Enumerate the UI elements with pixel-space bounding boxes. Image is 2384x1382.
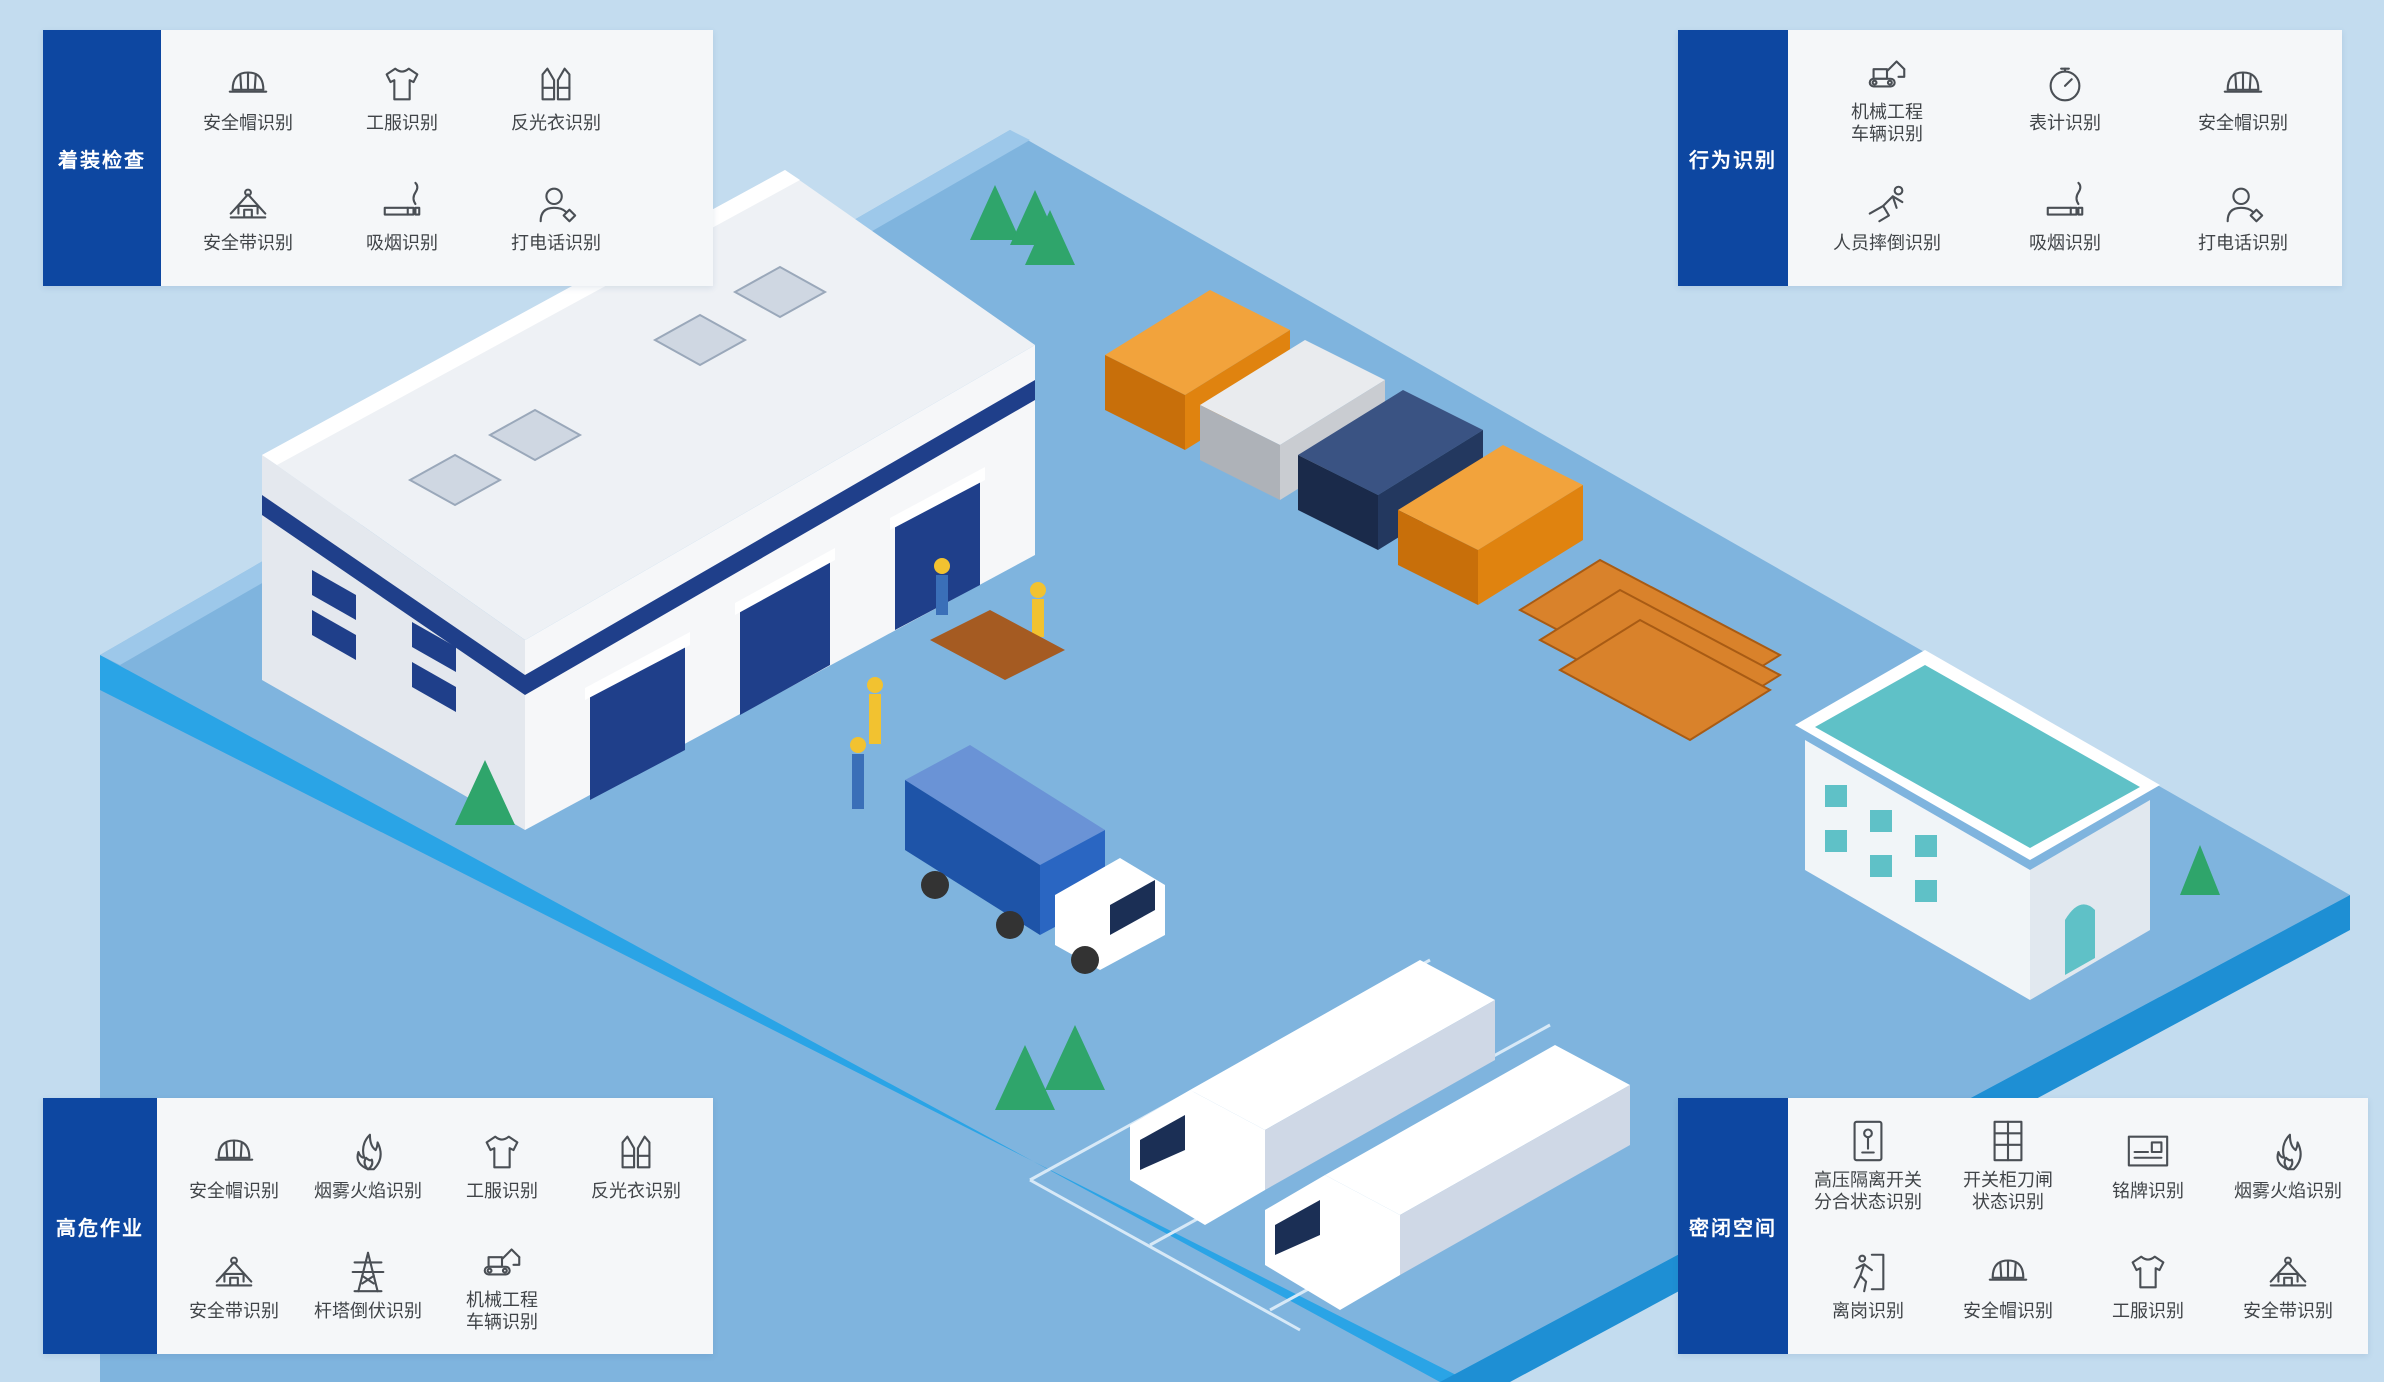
confined-item-leave-post[interactable]: 离岗识别: [1798, 1226, 1938, 1346]
behavior-title: 行为识别: [1678, 30, 1788, 286]
switch-icon: [1845, 1118, 1891, 1164]
uniform-icon: [2125, 1249, 2171, 1295]
confined-item-flame[interactable]: 烟雾火焰识别: [2218, 1106, 2358, 1226]
attire-check-title: 着装检查: [43, 30, 161, 286]
uniform-icon: [479, 1129, 525, 1175]
cigarette-icon: [2042, 181, 2088, 227]
behavior-grid: 机械工程 车辆识别 表计识别 安全帽识别 人员摔倒识别 吸烟识别 打电话识别: [1788, 30, 2342, 286]
pallets: [930, 610, 1065, 680]
hazard-item-vest[interactable]: 反光衣识别: [569, 1106, 703, 1226]
hazard-item-helmet[interactable]: 安全帽识别: [167, 1106, 301, 1226]
behavior-item-vehicle[interactable]: 机械工程 车辆识别: [1798, 38, 1976, 158]
confined-item-cabinet[interactable]: 开关柜刀闸 状态识别: [1938, 1106, 2078, 1226]
flame-icon: [2265, 1129, 2311, 1175]
hazard-item-vehicle[interactable]: 机械工程 车辆识别: [435, 1226, 569, 1346]
nameplate-icon: [2125, 1129, 2171, 1175]
excavator-icon: [1864, 50, 1910, 96]
trees: [455, 185, 2220, 1110]
vest-icon: [533, 61, 579, 107]
phone-call-icon: [2220, 181, 2266, 227]
behavior-item-gauge[interactable]: 表计识别: [1976, 38, 2154, 158]
phone-call-icon: [533, 181, 579, 227]
attire-check-grid: 安全帽识别 工服识别 反光衣识别 安全带识别 吸烟识别 打电话识别: [161, 30, 713, 286]
uniform-icon: [379, 61, 425, 107]
tower-icon: [345, 1249, 391, 1295]
timber-stack: [1517, 558, 1783, 742]
confined-space-panel: 密闭空间 高压隔离开关 分合状态识别 开关柜刀闸 状态识别 铭牌识别 烟雾火焰识…: [1678, 1098, 2368, 1354]
confined-item-nameplate[interactable]: 铭牌识别: [2078, 1106, 2218, 1226]
attire-item-smoking[interactable]: 吸烟识别: [325, 158, 479, 278]
behavior-item-smoking[interactable]: 吸烟识别: [1976, 158, 2154, 278]
hazard-work-grid: 安全帽识别 烟雾火焰识别 工服识别 反光衣识别 安全带识别 杆塔倒伏识别 机械工…: [157, 1098, 713, 1354]
attire-item-phone[interactable]: 打电话识别: [479, 158, 633, 278]
confined-space-grid: 高压隔离开关 分合状态识别 开关柜刀闸 状态识别 铭牌识别 烟雾火焰识别 离岗识…: [1788, 1098, 2368, 1354]
trailer-trucks: [1130, 960, 1630, 1310]
attire-item-harness[interactable]: 安全带识别: [171, 158, 325, 278]
helmet-icon: [1985, 1249, 2031, 1295]
shipping-containers: [1105, 290, 1583, 605]
helmet-icon: [225, 61, 271, 107]
confined-item-helmet[interactable]: 安全帽识别: [1938, 1226, 2078, 1346]
flame-icon: [345, 1129, 391, 1175]
attire-item-vest[interactable]: 反光衣识别: [479, 38, 633, 158]
office-building: [1795, 650, 2160, 1000]
fall-icon: [1864, 181, 1910, 227]
harness-icon: [225, 181, 271, 227]
vest-icon: [613, 1129, 659, 1175]
hazard-item-flame[interactable]: 烟雾火焰识别: [301, 1106, 435, 1226]
helmet-icon: [211, 1129, 257, 1175]
harness-icon: [2265, 1249, 2311, 1295]
hazard-item-uniform[interactable]: 工服识别: [435, 1106, 569, 1226]
confined-space-title: 密闭空间: [1678, 1098, 1788, 1354]
gauge-icon: [2042, 61, 2088, 107]
attire-item-helmet[interactable]: 安全帽识别: [171, 38, 325, 158]
hazard-work-panel: 高危作业 安全帽识别 烟雾火焰识别 工服识别 反光衣识别 安全带识别 杆塔倒伏识…: [43, 1098, 713, 1354]
confined-item-uniform[interactable]: 工服识别: [2078, 1226, 2218, 1346]
hazard-item-harness[interactable]: 安全带识别: [167, 1226, 301, 1346]
cabinet-icon: [1985, 1118, 2031, 1164]
excavator-icon: [479, 1238, 525, 1284]
leave-post-icon: [1845, 1249, 1891, 1295]
confined-item-harness[interactable]: 安全带识别: [2218, 1226, 2358, 1346]
harness-icon: [211, 1249, 257, 1295]
behavior-item-phone[interactable]: 打电话识别: [2154, 158, 2332, 278]
cigarette-icon: [379, 181, 425, 227]
attire-check-panel: 着装检查 安全帽识别 工服识别 反光衣识别 安全带识别 吸烟识别 打电话识别: [43, 30, 713, 286]
helmet-icon: [2220, 61, 2266, 107]
delivery-truck: [905, 745, 1165, 974]
confined-item-switch[interactable]: 高压隔离开关 分合状态识别: [1798, 1106, 1938, 1226]
workers: [850, 558, 1046, 809]
behavior-item-helmet[interactable]: 安全帽识别: [2154, 38, 2332, 158]
behavior-panel: 行为识别 机械工程 车辆识别 表计识别 安全帽识别 人员摔倒识别 吸烟识别 打电…: [1678, 30, 2342, 286]
hazard-item-tower[interactable]: 杆塔倒伏识别: [301, 1226, 435, 1346]
attire-item-uniform[interactable]: 工服识别: [325, 38, 479, 158]
hazard-work-title: 高危作业: [43, 1098, 157, 1354]
behavior-item-fall[interactable]: 人员摔倒识别: [1798, 158, 1976, 278]
